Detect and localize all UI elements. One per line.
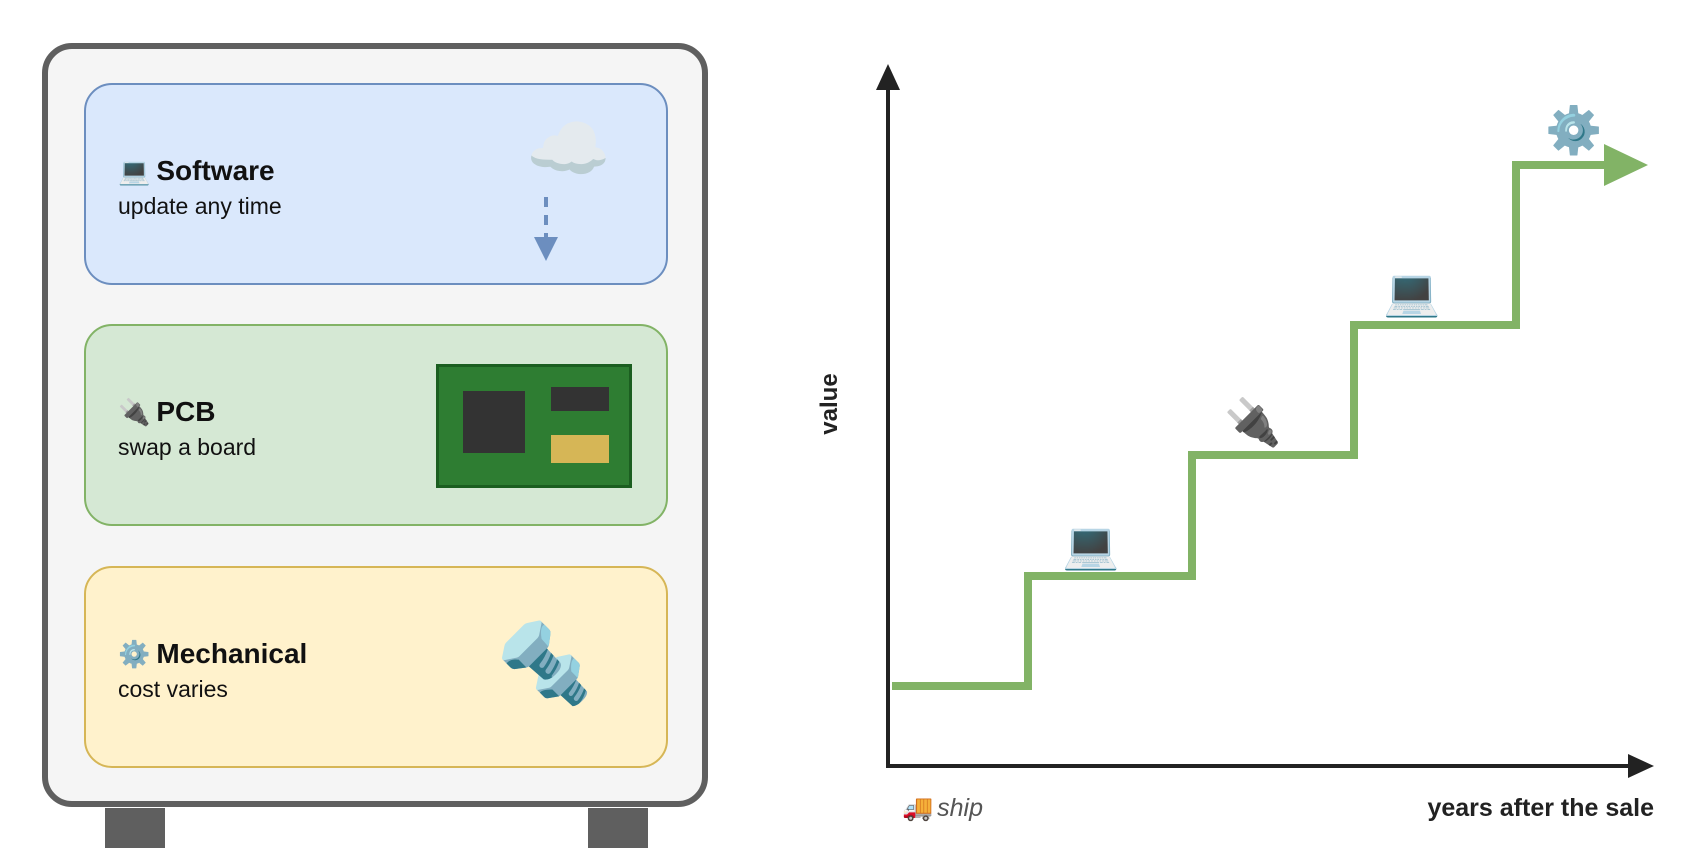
laptop-icon: 💻 (1062, 519, 1120, 571)
ship-label-text: ship (937, 794, 984, 822)
truck-icon: 🚚 (902, 794, 934, 822)
chip-small (551, 387, 609, 411)
circuit-board-icon (436, 364, 632, 488)
cabinet-foot-left (105, 808, 165, 848)
value-step-line (892, 161, 1610, 690)
y-axis-arrowhead (876, 64, 900, 90)
pcb-title: 🔌PCB (118, 396, 216, 428)
download-arrow-icon (534, 197, 558, 261)
software-subtitle: update any time (118, 193, 282, 219)
gear-icon: ⚙️ (118, 639, 151, 669)
pcb-layer: 🔌PCB swap a board (84, 324, 668, 526)
pcb-title-text: PCB (156, 396, 216, 427)
value-step-arrowhead (1604, 144, 1648, 186)
cloud-icon: ☁️ (526, 111, 611, 187)
value-chart (830, 50, 1684, 866)
gear-icon: ⚙️ (1545, 104, 1603, 156)
bolt-icon: 🔩 (496, 619, 594, 707)
laptop-icon: 💻 (118, 156, 151, 186)
gold-pad (551, 435, 609, 463)
software-title-text: Software (156, 155, 275, 186)
chip-large (463, 391, 525, 453)
mechanical-title: ⚙️Mechanical (118, 638, 307, 670)
ship-label: 🚚ship (902, 794, 983, 823)
plug-icon: 🔌 (118, 397, 151, 427)
plug-icon: 🔌 (1224, 396, 1282, 448)
value-chart-svg (876, 64, 1654, 778)
mechanical-subtitle: cost varies (118, 676, 228, 702)
pcb-subtitle: swap a board (118, 434, 257, 460)
software-layer: 💻Software update any time ☁️ (84, 83, 668, 285)
y-axis-label: value (816, 373, 843, 435)
mechanical-layer: ⚙️Mechanical cost varies 🔩 (84, 566, 668, 768)
mechanical-title-text: Mechanical (156, 638, 308, 669)
x-axis-label: years after the sale (1427, 794, 1654, 822)
software-title: 💻Software (118, 155, 275, 187)
cabinet-foot-right (588, 808, 648, 848)
laptop-icon: 💻 (1383, 266, 1441, 318)
x-axis-arrowhead (1628, 754, 1654, 778)
